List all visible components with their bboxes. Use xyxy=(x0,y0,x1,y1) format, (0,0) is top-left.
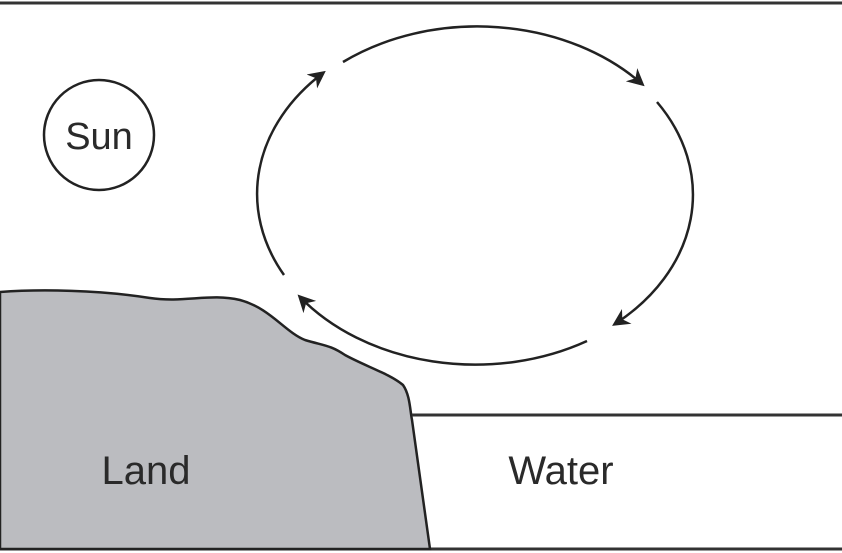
sun-circle xyxy=(42,78,156,192)
arrow-bottom-arc xyxy=(297,294,588,366)
arrow-top-arc xyxy=(342,25,645,87)
air-circulation-loop xyxy=(255,25,695,366)
land xyxy=(0,289,432,551)
arrow-left-arc xyxy=(255,70,326,276)
sun-label: Sun xyxy=(65,116,133,158)
water-label: Water xyxy=(508,449,613,493)
sun: Sun xyxy=(42,78,156,192)
land-label: Land xyxy=(102,449,191,493)
arrow-right-arc xyxy=(612,101,695,326)
